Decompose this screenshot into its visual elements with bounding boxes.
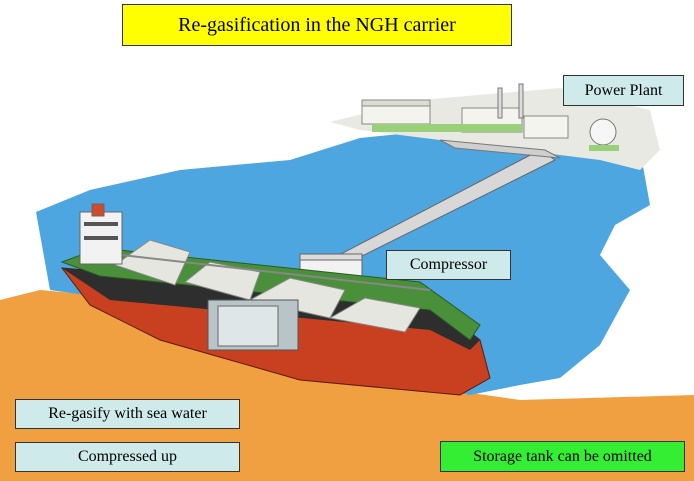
power-plant-label: Power Plant (563, 75, 684, 106)
shore-pipe (439, 139, 561, 159)
compressed-up-label: Compressed up (15, 442, 240, 472)
page-title: Re-gasification in the NGH carrier (122, 4, 512, 46)
storage-tank-label: Storage tank can be omitted (440, 441, 685, 472)
ngh-carrier-ship (60, 203, 491, 396)
regasify-label: Re-gasify with sea water (15, 399, 240, 429)
power-plant-illustration (361, 83, 619, 151)
compressor-label: Compressor (386, 250, 511, 280)
